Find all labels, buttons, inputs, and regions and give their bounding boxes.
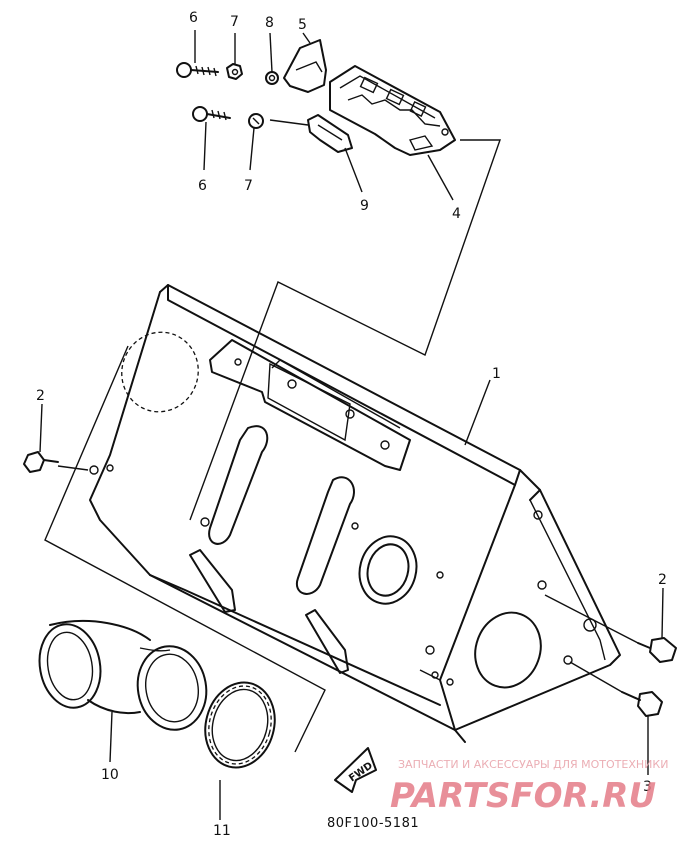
callout-10: 10 <box>101 767 119 783</box>
main-panel <box>89 284 621 743</box>
bolt-2-right <box>637 637 677 663</box>
clip <box>307 114 353 153</box>
callout-2-right: 2 <box>658 572 667 588</box>
bolt-3 <box>621 691 663 717</box>
callout-6-lower: 6 <box>198 178 207 194</box>
rubber-pad <box>283 39 327 93</box>
assembly-guide-lines <box>39 30 664 820</box>
callout-7-lower: 7 <box>244 178 253 194</box>
gasket-ring <box>204 681 276 769</box>
washer-8 <box>265 71 279 85</box>
callout-numbers: 6 7 8 5 6 7 9 4 1 2 2 3 10 11 <box>36 10 667 839</box>
nut-7-lower <box>248 113 264 129</box>
screw-6-lower <box>192 106 231 122</box>
callout-11: 11 <box>213 823 231 839</box>
callout-1: 1 <box>492 366 501 382</box>
callout-6-upper: 6 <box>189 10 198 26</box>
forward-direction-arrow: FWD <box>334 747 377 793</box>
screw-6-upper <box>176 62 219 78</box>
intake-duct <box>38 619 208 731</box>
bolt-2-left <box>23 451 59 473</box>
watermark-logo: PARTSFOR.RU <box>390 776 656 816</box>
bracket-assembly <box>329 65 456 156</box>
callout-9: 9 <box>360 198 369 214</box>
watermark: ЗАПЧАСТИ И АКСЕССУАРЫ ДЛЯ МОТОТЕХНИКИ PA… <box>390 758 668 816</box>
callout-2-left: 2 <box>36 388 45 404</box>
nut-7-upper <box>226 63 243 80</box>
callout-3: 3 <box>643 779 652 795</box>
callout-5: 5 <box>298 17 307 33</box>
callout-8: 8 <box>265 15 274 31</box>
callout-7-upper: 7 <box>230 14 239 30</box>
watermark-tagline: ЗАПЧАСТИ И АКСЕССУАРЫ ДЛЯ МОТОТЕХНИКИ <box>398 758 668 771</box>
diagram-reference-code: 80F100-5181 <box>327 816 419 831</box>
callout-4: 4 <box>452 206 461 222</box>
